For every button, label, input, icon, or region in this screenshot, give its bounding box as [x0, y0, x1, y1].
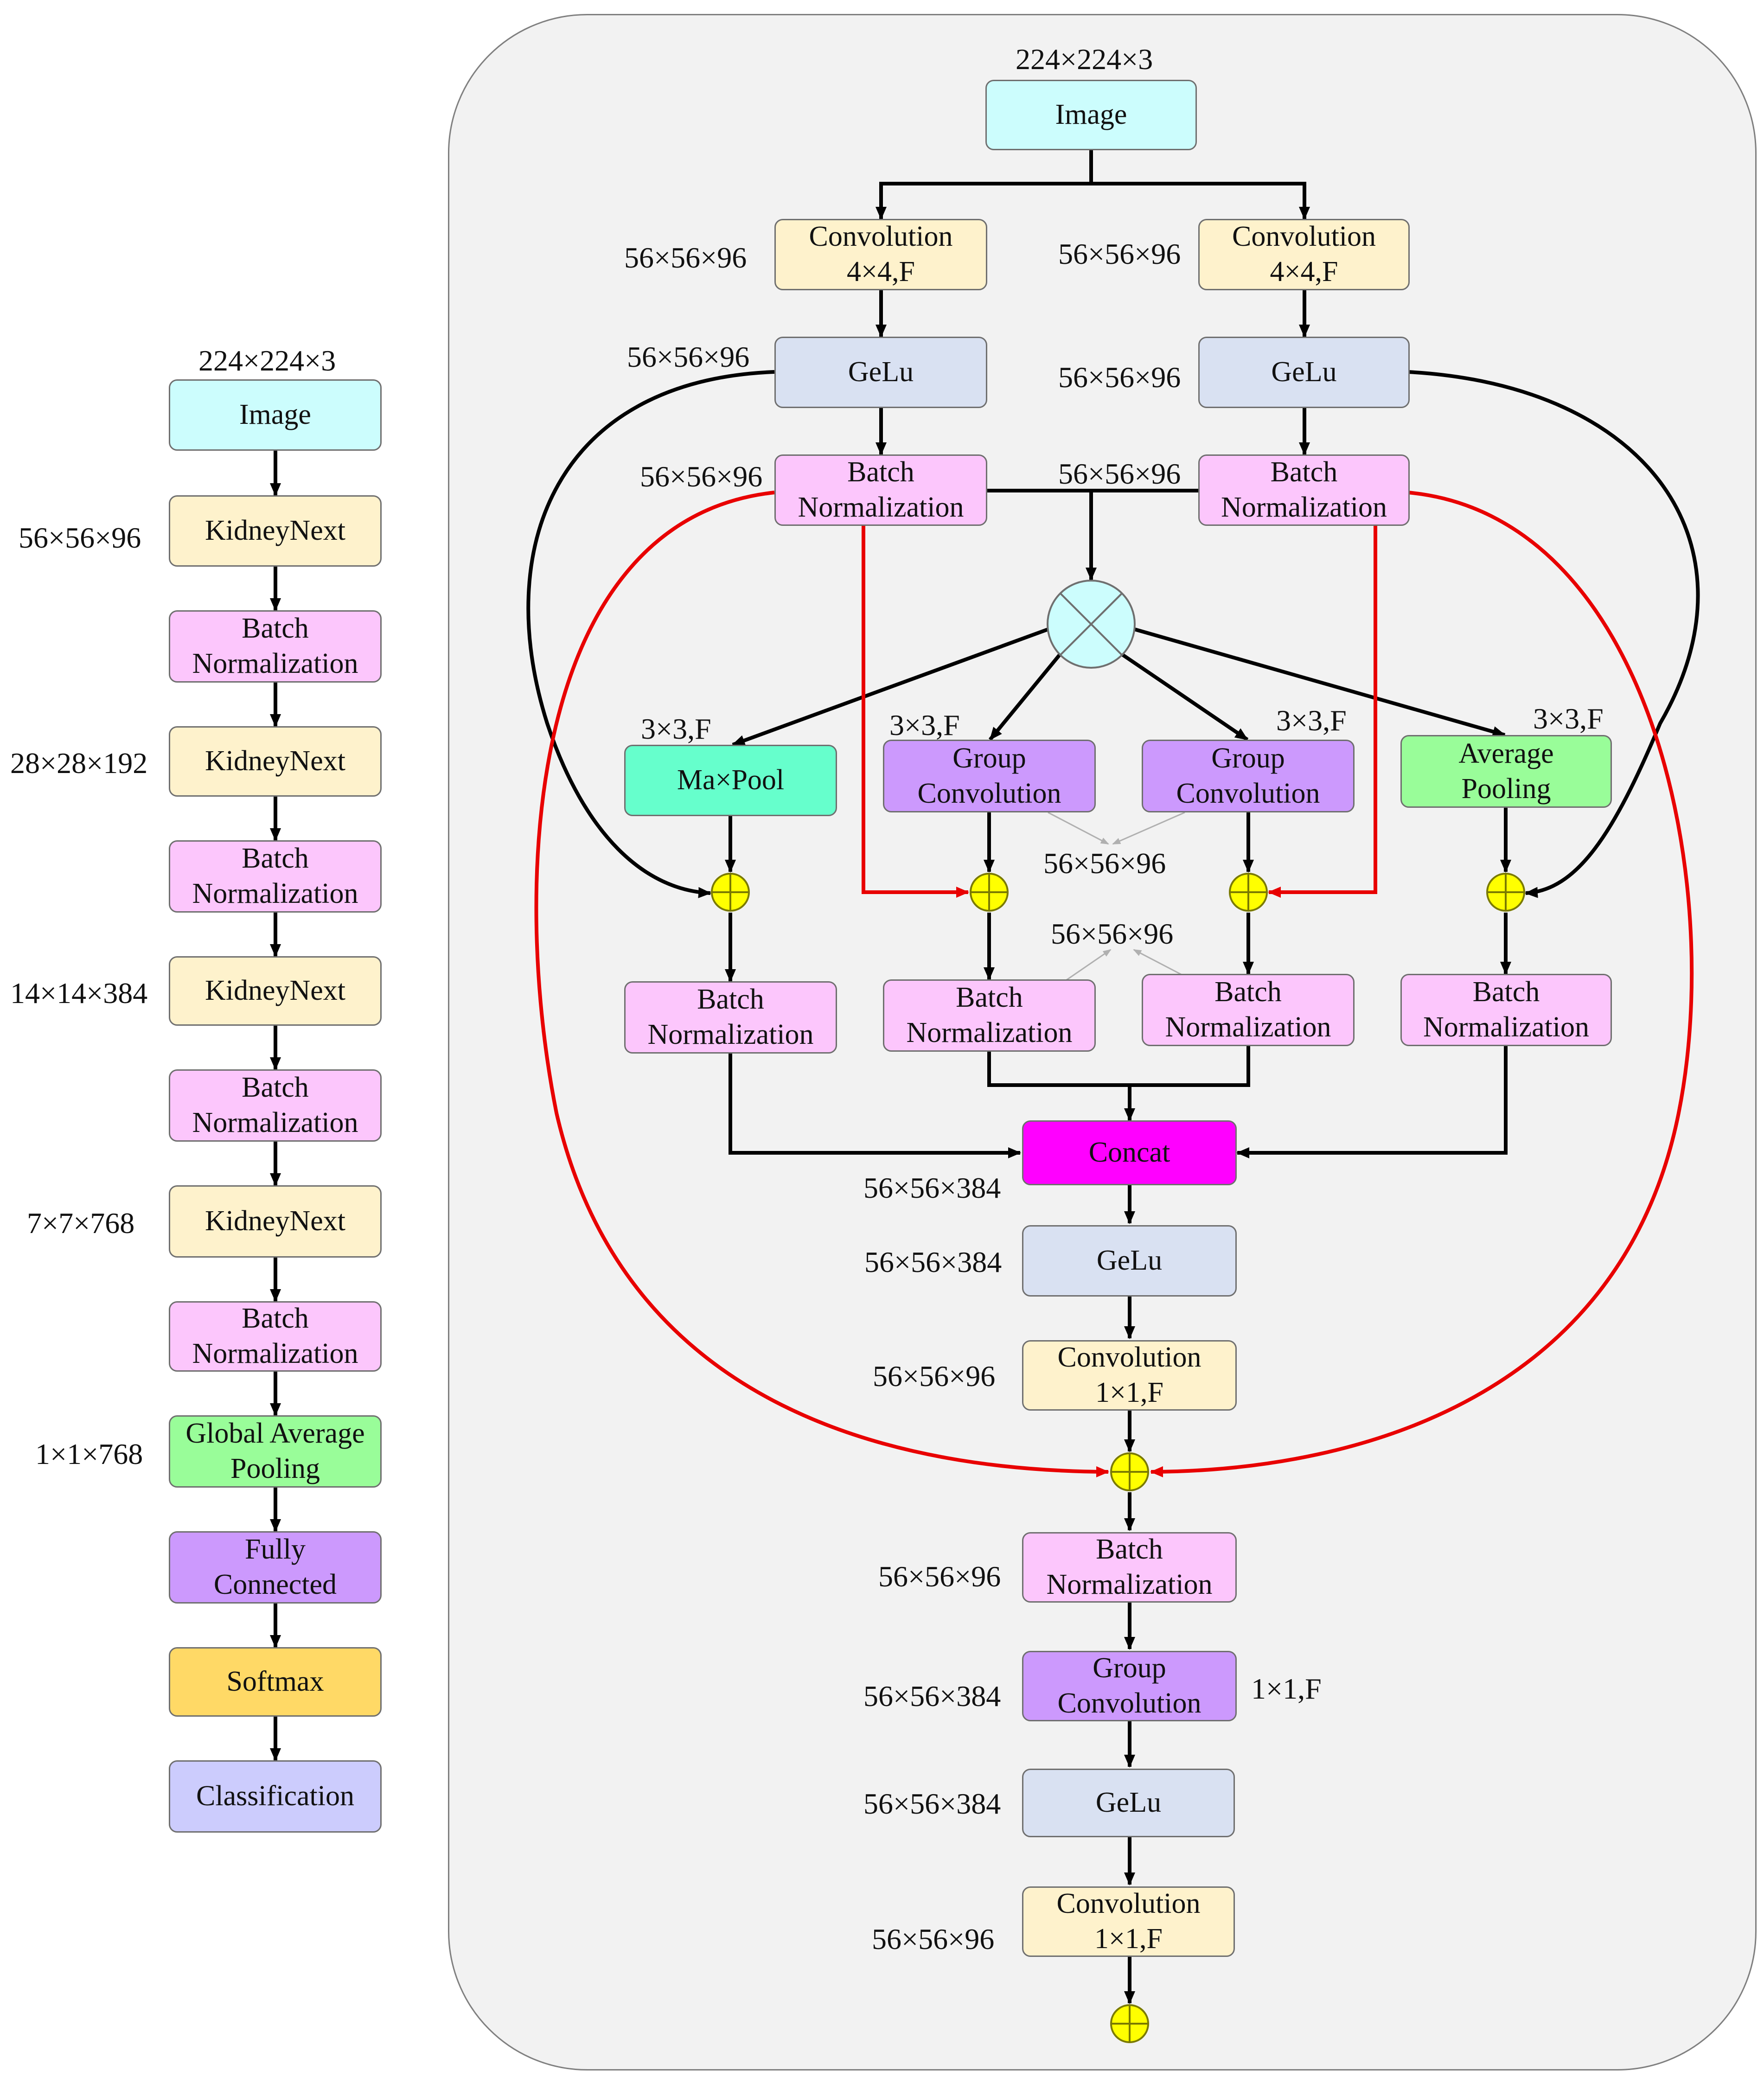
bn-right-dim: 56×56×96	[1058, 457, 1181, 490]
block-image: Image	[985, 80, 1197, 150]
gconv-out-kernel: 1×1,F	[1251, 1672, 1322, 1705]
mid-dim-2: 56×56×96	[1051, 917, 1174, 950]
block-arrows	[526, 150, 1700, 2004]
left-dim-4: 7×7×768	[27, 1207, 135, 1240]
left-kidneynext-4: KidneyNext	[169, 1185, 382, 1258]
left-softmax: Softmax	[169, 1647, 382, 1717]
avgpool-batchnorm: Batch Normalization	[1400, 974, 1612, 1046]
conv-out: Convolution 1×1,F	[1022, 1886, 1235, 1957]
maxpool-batchnorm: Batch Normalization	[624, 981, 837, 1054]
gelu-left: GeLu	[774, 337, 987, 408]
avgpool-block: Average Pooling	[1400, 735, 1612, 808]
gelu-right-dim: 56×56×96	[1058, 361, 1181, 394]
left-global-average-pooling: Global Average Pooling	[169, 1415, 382, 1488]
gelu-left-dim: 56×56×96	[627, 340, 750, 373]
left-batchnorm-4: Batch Normalization	[169, 1301, 382, 1372]
bn-left: Batch Normalization	[774, 454, 987, 526]
conv-mid: Convolution 1×1,F	[1022, 1340, 1237, 1411]
bn-out-dim: 56×56×96	[878, 1560, 1001, 1593]
left-kidneynext-2: KidneyNext	[169, 726, 382, 797]
mid-dim-1: 56×56×96	[1043, 847, 1166, 880]
groupconv-2-block: Group Convolution	[1142, 740, 1355, 812]
concat-block: Concat	[1022, 1120, 1237, 1185]
gelu-right: GeLu	[1198, 337, 1410, 408]
left-dim-5: 1×1×768	[35, 1438, 143, 1470]
conv-right-dim: 56×56×96	[1058, 237, 1181, 270]
adder-groupconv-1	[970, 873, 1009, 912]
gelu-mid-dim: 56×56×384	[864, 1246, 1002, 1278]
gconv-out: Group Convolution	[1022, 1651, 1237, 1721]
maxpool-block: Ma×Pool	[624, 745, 837, 816]
left-dim-1: 56×56×96	[19, 521, 141, 554]
left-input-dim: 224×224×3	[198, 344, 336, 377]
gelu-mid: GeLu	[1022, 1225, 1237, 1297]
conv-out-dim: 56×56×96	[872, 1923, 995, 1956]
left-kidneynext-1: KidneyNext	[169, 495, 382, 567]
maxpool-kernel: 3×3,F	[641, 712, 711, 745]
groupconv-1-kernel: 3×3,F	[889, 709, 960, 741]
adder-residual	[1110, 1452, 1149, 1491]
bn-out: Batch Normalization	[1022, 1532, 1237, 1603]
left-kidneynext-3: KidneyNext	[169, 956, 382, 1026]
groupconv-1-block: Group Convolution	[883, 740, 1096, 812]
groupconv-1-batchnorm: Batch Normalization	[883, 979, 1096, 1052]
conv-mid-dim: 56×56×96	[873, 1360, 996, 1393]
concat-dim: 56×56×384	[863, 1171, 1001, 1204]
adder-nodes	[711, 873, 1525, 2043]
block-input-dim: 224×224×3	[1016, 43, 1153, 76]
bn-right: Batch Normalization	[1198, 454, 1410, 526]
avgpool-kernel: 3×3,F	[1533, 702, 1604, 735]
multiply-node	[1047, 580, 1136, 669]
left-image-block: Image	[169, 379, 382, 451]
left-dim-2: 28×28×192	[10, 747, 148, 780]
adder-maxpool	[711, 873, 750, 912]
groupconv-2-kernel: 3×3,F	[1276, 704, 1347, 737]
bn-left-dim: 56×56×96	[640, 460, 763, 493]
adder-avgpool	[1486, 873, 1525, 912]
left-batchnorm-1: Batch Normalization	[169, 610, 382, 683]
adder-output	[1110, 2004, 1149, 2043]
conv-right: Convolution 4×4,F	[1198, 219, 1410, 290]
conv-left: Convolution 4×4,F	[774, 219, 987, 290]
gconv-out-dim: 56×56×384	[863, 1680, 1001, 1713]
skip-connections	[534, 491, 1694, 1477]
left-fully-connected: Fully Connected	[169, 1531, 382, 1604]
conv-left-dim: 56×56×96	[624, 241, 747, 274]
adder-groupconv-2	[1229, 873, 1268, 912]
left-batchnorm-2: Batch Normalization	[169, 840, 382, 913]
gelu-out: GeLu	[1022, 1769, 1235, 1837]
gelu-out-dim: 56×56×384	[863, 1787, 1001, 1820]
annotation-arrows	[1048, 812, 1188, 984]
left-dim-3: 14×14×384	[10, 977, 148, 1010]
left-classification: Classification	[169, 1760, 382, 1833]
groupconv-2-batchnorm: Batch Normalization	[1142, 974, 1355, 1046]
left-batchnorm-3: Batch Normalization	[169, 1069, 382, 1142]
